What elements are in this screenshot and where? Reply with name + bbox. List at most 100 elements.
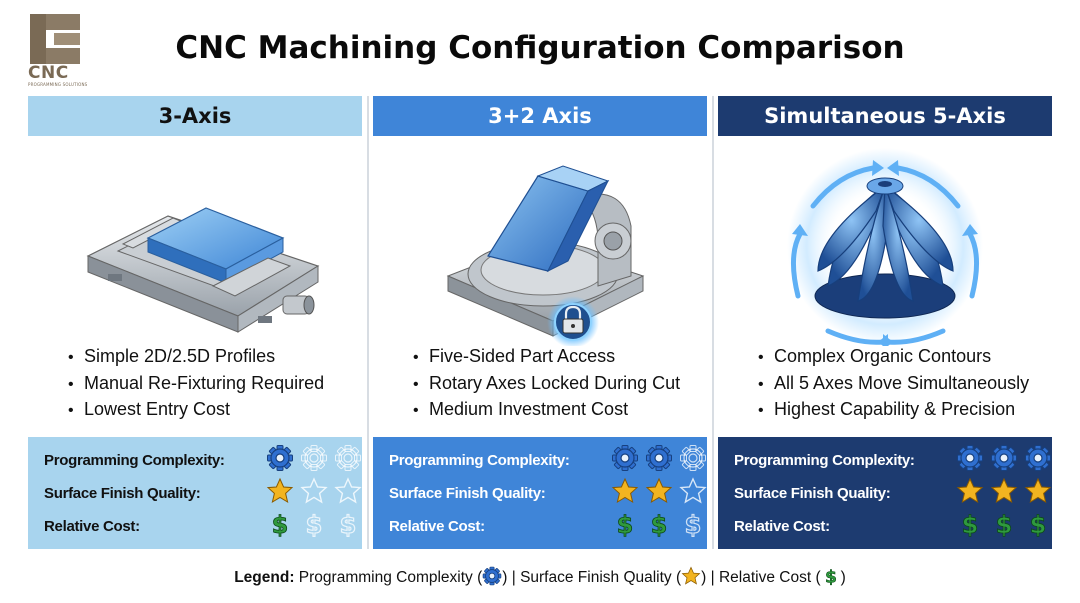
dollar-icon: $: [645, 510, 673, 542]
rating-icons: [956, 444, 1052, 476]
dollar-icon: $: [990, 510, 1018, 542]
star-icon: [266, 477, 294, 509]
star-icon: [611, 477, 639, 509]
rating-icons: $ $ $: [611, 510, 707, 542]
gear-icon: [990, 444, 1018, 476]
gear-icon: [266, 444, 294, 476]
dollar-icon: $: [266, 510, 294, 542]
svg-text:$: $: [340, 511, 357, 538]
legend-complexity: Programming Complexity (: [298, 569, 483, 586]
gear-icon: [611, 444, 639, 476]
rating-label: Relative Cost:: [44, 517, 140, 535]
bullet-item: Complex Organic Contours: [758, 344, 1029, 371]
rating-icons: $ $ $: [956, 510, 1052, 542]
rating-row-relative-cost: Relative Cost: $ $ $: [44, 510, 362, 542]
star-icon: [990, 477, 1018, 509]
dollar-icon: $: [300, 510, 328, 542]
dollar-icon: $: [679, 510, 707, 542]
rating-icons: [266, 477, 362, 509]
rating-label: Programming Complexity:: [389, 451, 570, 469]
svg-text:$: $: [1030, 511, 1047, 538]
bullet-item: Highest Capability & Precision: [758, 397, 1029, 424]
dollar-icon: $: [1024, 510, 1052, 542]
rating-row-surface-finish-quality: Surface Finish Quality:: [44, 477, 362, 509]
bullet-item: Medium Investment Cost: [413, 397, 680, 424]
svg-text:$: $: [996, 511, 1013, 538]
bullet-item: All 5 Axes Move Simultaneously: [758, 371, 1029, 398]
legend-label: Legend:: [234, 569, 295, 586]
rating-label: Relative Cost:: [389, 517, 485, 535]
rating-icons: [611, 444, 707, 476]
logo-subtitle: PROGRAMMING SOLUTIONS: [28, 82, 88, 87]
rating-icons: [956, 477, 1052, 509]
rating-row-programming-complexity: Programming Complexity:: [389, 445, 707, 475]
legend-end: ): [840, 569, 846, 586]
star-icon: [679, 477, 707, 509]
star-icon: [645, 477, 673, 509]
rating-icons: [266, 444, 362, 476]
gear-icon: [300, 444, 328, 476]
column-header: 3-Axis: [28, 96, 362, 136]
divider: [367, 96, 369, 549]
svg-text:$: $: [617, 511, 634, 538]
logo: CNC PROGRAMMING SOLUTIONS: [28, 14, 88, 87]
vise-icon: [28, 146, 362, 346]
bullet-list: Five-Sided Part Access Rotary Axes Locke…: [413, 344, 680, 424]
logo-mark: [30, 14, 80, 64]
dollar-icon: $: [956, 510, 984, 542]
bullet-item: Five-Sided Part Access: [413, 344, 680, 371]
ratings-panel: Programming Complexity: Surface Finish Qu…: [28, 437, 362, 549]
bullet-item: Simple 2D/2.5D Profiles: [68, 344, 324, 371]
gear-icon: [334, 444, 362, 476]
star-icon: [681, 566, 701, 586]
gear-icon: [482, 566, 502, 586]
column-header: Simultaneous 5-Axis: [718, 96, 1052, 136]
svg-text:$: $: [825, 567, 837, 586]
rating-row-relative-cost: Relative Cost: $ $ $: [734, 511, 1052, 541]
column-3-axis: 3-Axis Simple 2D/2.5D Profiles Manual Re…: [28, 96, 362, 549]
ratings-panel: Programming Complexity: Surface Finish Qu…: [373, 437, 707, 549]
gear-icon: [679, 444, 707, 476]
rating-icons: [611, 477, 707, 509]
star-icon: [334, 477, 362, 509]
rating-label: Surface Finish Quality:: [44, 484, 201, 502]
dollar-icon: $: [334, 510, 362, 542]
column-simultaneous-5-axis: Simultaneous 5-Axis: [718, 96, 1052, 549]
bullet-item: Lowest Entry Cost: [68, 397, 324, 424]
rating-row-surface-finish-quality: Surface Finish Quality:: [389, 477, 707, 509]
bullet-list: Simple 2D/2.5D Profiles Manual Re-Fixtur…: [68, 344, 324, 424]
bullet-item: Rotary Axes Locked During Cut: [413, 371, 680, 398]
bullet-item: Manual Re-Fixturing Required: [68, 371, 324, 398]
gear-icon: [645, 444, 673, 476]
rating-label: Surface Finish Quality:: [734, 484, 891, 502]
svg-text:$: $: [651, 511, 668, 538]
svg-text:$: $: [685, 511, 702, 538]
star-icon: [956, 477, 984, 509]
legend-cost: ) | Relative Cost (: [701, 569, 821, 586]
logo-text: CNC: [28, 63, 69, 83]
ratings-panel: Programming Complexity: Surface Finish Qu…: [718, 437, 1052, 549]
gear-icon: [956, 444, 984, 476]
svg-text:$: $: [272, 511, 289, 538]
rating-label: Relative Cost:: [734, 517, 830, 535]
gear-icon: [1024, 444, 1052, 476]
rating-row-surface-finish-quality: Surface Finish Quality:: [734, 477, 1052, 509]
page-title: CNC Machining Configuration Comparison: [175, 30, 905, 66]
dollar-icon: $: [611, 510, 639, 542]
legend: Legend: Programming Complexity () | Surf…: [0, 566, 1080, 588]
star-icon: [1024, 477, 1052, 509]
dollar-icon: $: [821, 567, 841, 588]
svg-text:$: $: [306, 511, 323, 538]
rating-row-programming-complexity: Programming Complexity:: [734, 445, 1052, 475]
bullet-list: Complex Organic Contours All 5 Axes Move…: [758, 344, 1029, 424]
rating-label: Programming Complexity:: [44, 451, 225, 469]
column-header: 3+2 Axis: [373, 96, 707, 136]
rating-row-relative-cost: Relative Cost: $ $ $: [389, 510, 707, 542]
divider: [712, 96, 714, 549]
column-3-2-axis: 3+2 Axis Five-Sided Part: [373, 96, 707, 549]
rating-row-programming-complexity: Programming Complexity:: [44, 445, 362, 475]
impeller-icon: [718, 146, 1052, 350]
tilt-table-lock-icon: [373, 146, 707, 348]
rating-icons: $ $ $: [266, 510, 362, 542]
rating-label: Programming Complexity:: [734, 451, 915, 469]
